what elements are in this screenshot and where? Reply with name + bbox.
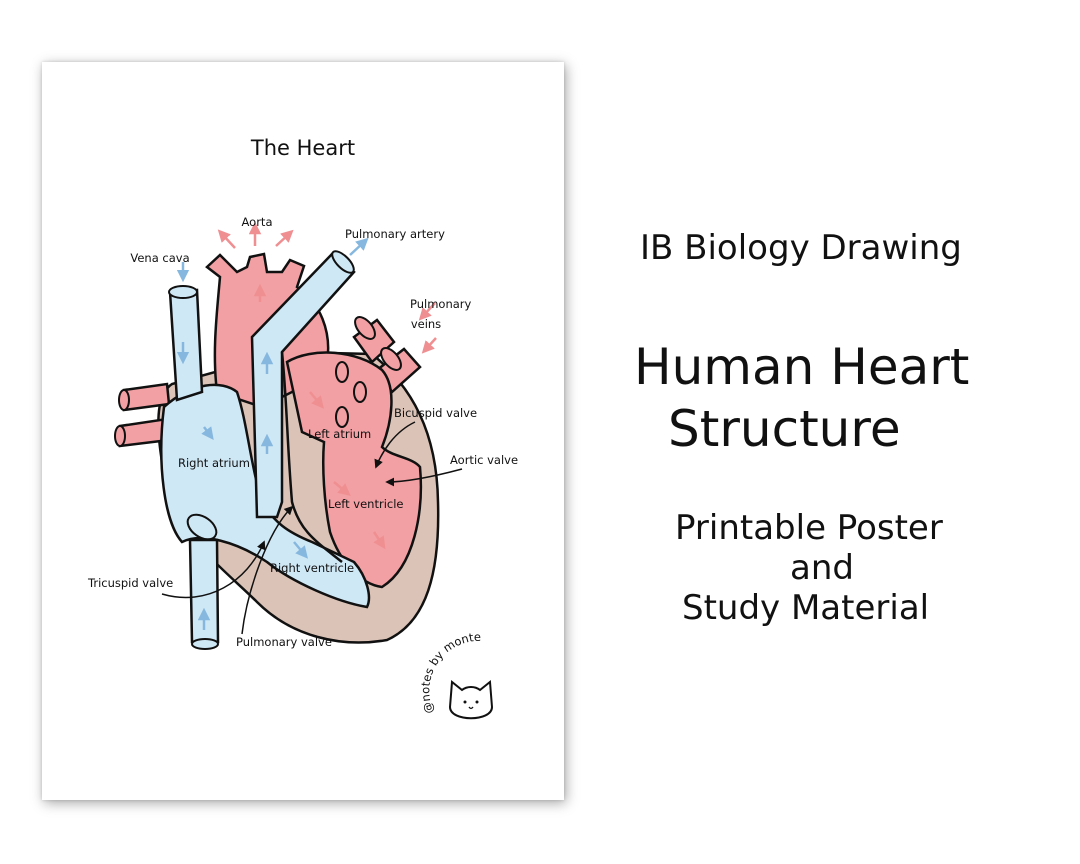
label-bicuspid-valve: Bicuspid valve [394, 406, 477, 420]
label-pulmonary-valve: Pulmonary valve [236, 635, 332, 649]
right-heart-chambers [160, 383, 371, 609]
label-aortic-valve: Aortic valve [450, 453, 518, 467]
desc-line-2: and [790, 548, 854, 588]
label-pulmonary-veins-2: veins [411, 317, 441, 331]
label-tricuspid-valve: Tricuspid valve [87, 576, 173, 590]
title-line-2: Structure [668, 400, 901, 458]
label-right-atrium: Right atrium [178, 456, 250, 470]
heart-diagram: The Heart [87, 136, 518, 720]
label-left-atrium: Left atrium [308, 427, 371, 441]
flow-arrows [176, 221, 437, 630]
label-right-ventricle: Right ventricle [270, 561, 354, 575]
septum [280, 351, 343, 563]
poster-title: The Heart [250, 136, 355, 160]
label-pulmonary-artery: Pulmonary artery [345, 227, 445, 241]
vena-cava [168, 285, 220, 650]
pulmonary-artery [250, 250, 356, 519]
label-vena-cava: Vena cava [130, 251, 189, 265]
title-line-1: Human Heart [634, 338, 970, 396]
desc-line-3: Study Material [682, 588, 930, 628]
watermark-logo: @notes by monte [418, 630, 494, 720]
poster-sheet: The Heart [42, 62, 564, 800]
left-heart-chambers [285, 351, 423, 589]
subject-heading: IB Biology Drawing [640, 228, 962, 268]
label-aorta: Aorta [242, 215, 273, 229]
desc-line-1: Printable Poster [675, 508, 943, 548]
label-left-ventricle: Left ventricle [328, 497, 404, 511]
cat-icon [448, 680, 494, 720]
label-pointers [161, 421, 463, 635]
label-pulmonary-veins-1: Pulmonary [410, 297, 472, 311]
